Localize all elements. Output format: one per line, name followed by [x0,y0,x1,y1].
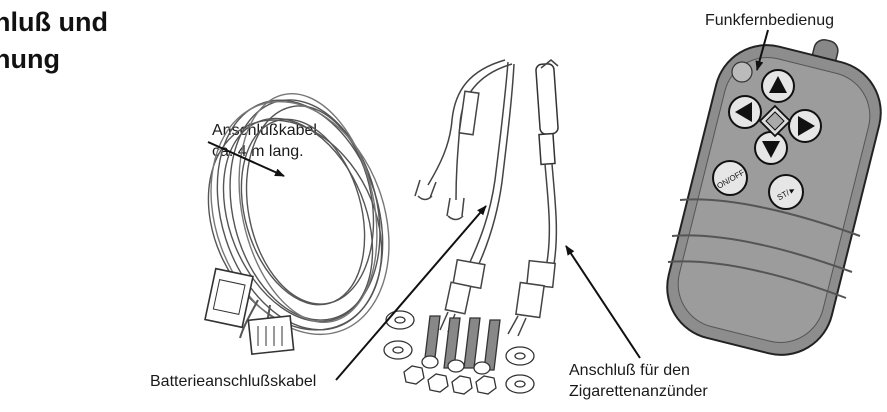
battery-cable [415,60,514,332]
on-off-button: ON/OFF [713,161,747,195]
cigarette-lighter-cable [508,60,558,336]
arrow-to-cigarette-cable [566,246,640,358]
arrow-to-cable [208,142,284,176]
dpad-up-button [762,70,794,102]
dpad-down-button [755,132,787,164]
hardware-bolts-and-nuts [384,311,534,394]
cable-connector-right [248,316,293,354]
remote-led [732,62,752,82]
dpad-left-button [729,96,761,128]
mode-button: ST/► [769,175,803,209]
remote-control: ON/OFF ST/► [656,34,887,366]
dpad-right-button [789,110,821,142]
cable-connector-left [205,269,253,328]
